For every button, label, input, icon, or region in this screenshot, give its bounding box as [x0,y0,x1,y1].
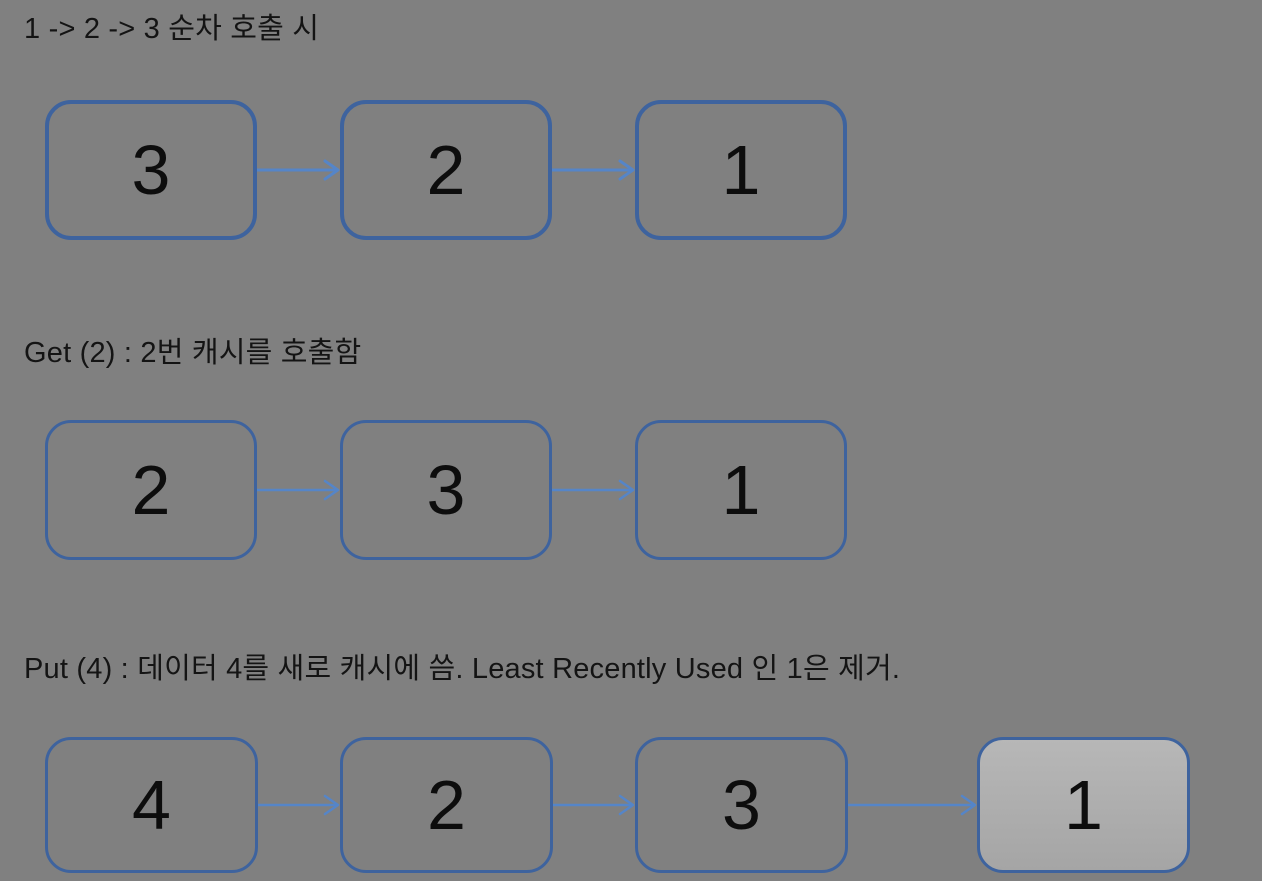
section-heading-get-2: Get (2) : 2번 캐시를 호출함 [24,337,362,369]
box-label: 1 [721,131,761,209]
cache-box-2: 2 [45,420,257,560]
box-label: 2 [427,766,466,844]
right-arrow-icon [553,792,635,818]
cache-box-4: 4 [45,737,258,873]
box-label: 3 [426,451,466,529]
right-arrow-icon [552,477,635,503]
box-label: 3 [131,131,171,209]
cache-box-1-lru-evicted: 1 [977,737,1190,873]
box-label: 3 [722,766,761,844]
cache-box-2: 2 [340,100,552,240]
cache-box-2: 2 [340,737,553,873]
right-arrow-icon [257,477,340,503]
right-arrow-icon [257,157,340,183]
box-label: 4 [132,766,171,844]
cache-row-1: 3 2 1 [0,100,1262,240]
cache-box-3: 3 [340,420,552,560]
right-arrow-icon [848,792,977,818]
cache-box-1: 1 [635,100,847,240]
section-heading-sequential-call: 1 -> 2 -> 3 순차 호출 시 [24,13,320,45]
right-arrow-icon [552,157,635,183]
box-label: 2 [131,451,171,529]
cache-box-3: 3 [45,100,257,240]
box-label: 2 [426,131,466,209]
box-label: 1 [721,451,761,529]
section-heading-put-4: Put (4) : 데이터 4를 새로 캐시에 씀. Least Recentl… [24,653,901,685]
cache-box-1: 1 [635,420,847,560]
right-arrow-icon [258,792,340,818]
box-label: 1 [1064,766,1103,844]
cache-box-3: 3 [635,737,848,873]
cache-row-3: 4 2 3 1 [0,737,1262,873]
cache-row-2: 2 3 1 [0,420,1262,560]
